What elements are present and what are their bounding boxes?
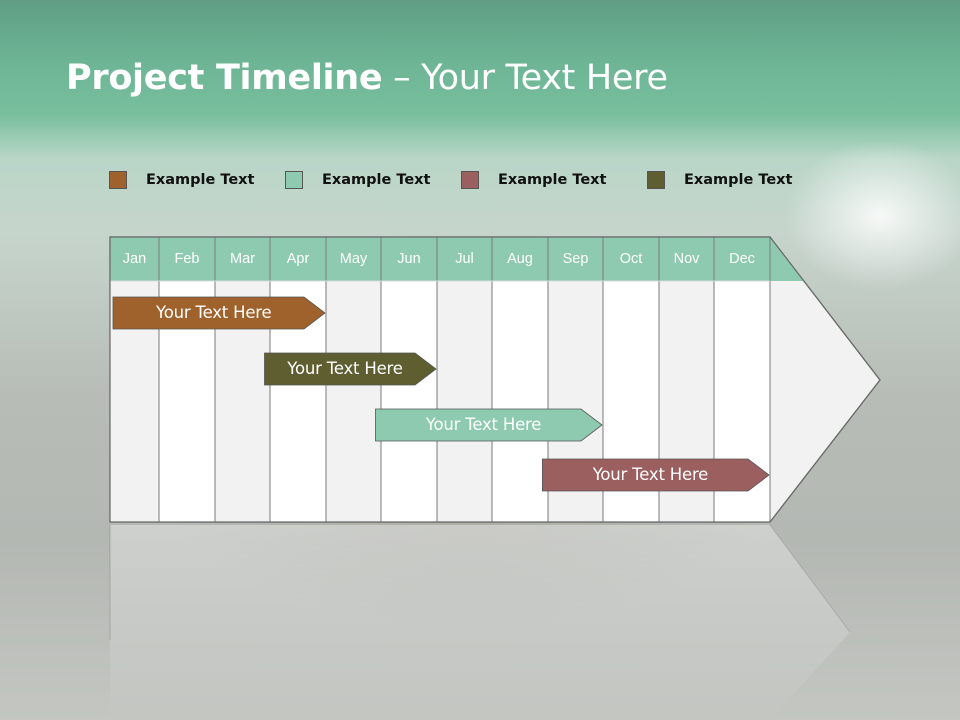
task-bar-label: Your Text Here	[592, 465, 709, 484]
month-label: Jan	[122, 251, 147, 267]
month-label: Jun	[397, 251, 421, 267]
task-bar-label: Your Text Here	[425, 415, 542, 434]
month-label: Dec	[729, 251, 755, 267]
task-bar	[112, 296, 326, 330]
timeline-reflection	[110, 525, 850, 720]
month-column	[326, 281, 381, 522]
month-label: Mar	[230, 251, 255, 267]
task-bar	[542, 458, 770, 492]
legend-swatch	[461, 171, 479, 189]
month-label: Aug	[507, 251, 533, 267]
month-label: Oct	[619, 251, 643, 267]
month-label: Nov	[673, 251, 700, 267]
title-rest: – Your Text Here	[382, 58, 668, 98]
legend-swatch	[109, 171, 127, 189]
timeline-outline	[109, 236, 881, 523]
task-bar	[264, 352, 437, 386]
month-column	[381, 281, 437, 522]
title-bold: Project Timeline	[66, 58, 383, 98]
legend-swatch	[285, 171, 303, 189]
timeline-header-band	[110, 237, 804, 281]
month-column	[437, 281, 492, 522]
page-title: Project Timeline – Your Text Here	[66, 58, 668, 98]
task-bar	[375, 408, 603, 442]
legend-label: Example Text	[498, 172, 607, 188]
month-label: Apr	[286, 251, 310, 267]
month-label: Jul	[455, 251, 474, 267]
reflection-edge	[769, 524, 851, 633]
legend-label: Example Text	[684, 172, 793, 188]
task-bar-label: Your Text Here	[287, 359, 403, 378]
month-label: Feb	[174, 251, 200, 267]
month-column	[492, 281, 548, 522]
legend-label: Example Text	[146, 172, 255, 188]
month-label: May	[339, 251, 368, 267]
legend-swatch	[647, 171, 665, 189]
task-bar-label: Your Text Here	[156, 303, 272, 322]
month-label: Sep	[562, 251, 589, 267]
legend-label: Example Text	[322, 172, 431, 188]
